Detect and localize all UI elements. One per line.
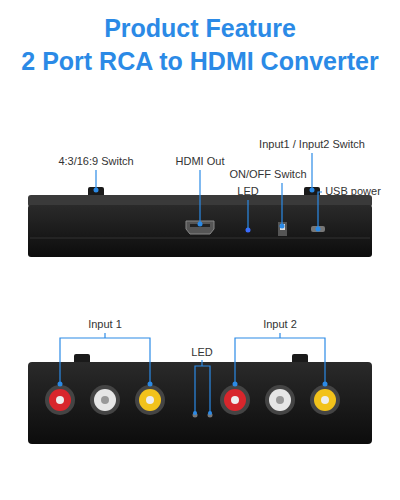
part-label: Input1 / Input2 Switch [259,138,365,150]
part-label: USB power [325,185,381,197]
part-label: ON/OFF Switch [229,168,306,180]
port-label: Input 1 [88,318,122,330]
title: Product Feature [104,14,296,43]
subtitle: 2 Port RCA to HDMI Converter [21,47,378,76]
part-label: LED [237,185,258,197]
part-label: 4:3/16:9 Switch [58,155,133,167]
part-label: LED [191,346,212,358]
part-label: HDMI Out [176,155,225,167]
port-label: Input 2 [263,318,297,330]
